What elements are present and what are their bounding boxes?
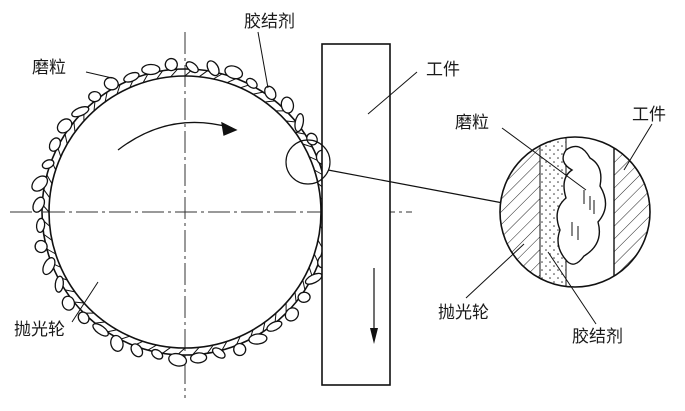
workpiece <box>321 43 391 386</box>
abrasive-grain-shape <box>266 320 283 332</box>
abrasive-grain-shape <box>42 257 56 276</box>
abrasive-grain-shape <box>31 175 49 192</box>
abrasive-grain-shape <box>103 76 119 91</box>
abrasive-grain-shape <box>35 217 46 234</box>
abrasive-grain-shape <box>206 60 220 77</box>
abrasive-grain-shape <box>280 96 295 114</box>
abrasive-grain-shape <box>77 311 90 325</box>
abrasive-grain-shape <box>151 348 164 360</box>
label-workpiece: 工件 <box>426 60 460 80</box>
abrasive-grain-shape <box>264 85 277 101</box>
detail-workpiece <box>614 137 650 287</box>
abrasive-grain-shape <box>48 137 62 152</box>
abrasive-grain-shape <box>284 307 300 322</box>
detail-wheel-band <box>500 137 540 287</box>
detail-magnifier <box>499 136 651 288</box>
contact-zone <box>285 139 504 204</box>
abrasive-grain-shape <box>71 106 90 118</box>
detail-label-binder: 胶结剂 <box>572 327 623 347</box>
abrasive-grain-shape <box>294 113 305 133</box>
detail-label-workpiece: 工件 <box>632 105 666 125</box>
label-abrasive-grain: 磨粒 <box>32 58 66 78</box>
abrasive-grain-shape <box>141 63 161 76</box>
abrasive-grain-shape <box>92 323 109 337</box>
abrasive-grain-shape <box>88 90 102 103</box>
abrasive-grain-shape <box>306 132 318 146</box>
abrasive-grain-shape <box>61 295 76 311</box>
abrasive-grain-shape <box>189 352 208 364</box>
detail-grain <box>556 145 607 265</box>
abrasive-grain-shape <box>297 291 311 303</box>
label-polishing-wheel: 抛光轮 <box>14 320 65 340</box>
abrasive-grain-shape <box>185 61 199 74</box>
abrasive-grain-shape <box>130 343 144 358</box>
abrasive-grain-shape <box>32 196 46 213</box>
abrasive-grain-shape <box>56 118 73 134</box>
abrasive-grain-shape <box>248 333 268 345</box>
abrasive-grain-shape <box>245 77 258 89</box>
abrasive-grain-shape <box>164 57 178 72</box>
label-binder: 胶结剂 <box>244 12 295 32</box>
abrasive-grain-shape <box>168 352 188 367</box>
abrasive-grain-shape <box>41 159 55 170</box>
detail-label-polishing-wheel: 抛光轮 <box>438 303 489 323</box>
leader-lines <box>71 31 653 325</box>
abrasive-grain-shape <box>54 275 65 293</box>
abrasive-grain-shape <box>110 334 124 352</box>
abrasive-grain-shape <box>123 71 140 83</box>
abrasive-grain-shape <box>233 342 247 357</box>
detail-label-abrasive-grain: 磨粒 <box>455 113 489 133</box>
abrasive-grain-shape <box>224 65 244 80</box>
abrasive-grain-shape <box>211 347 226 359</box>
abrasive-grain-shape <box>34 239 48 254</box>
feed-arrow <box>370 268 378 344</box>
rotation-arrow <box>117 121 238 151</box>
